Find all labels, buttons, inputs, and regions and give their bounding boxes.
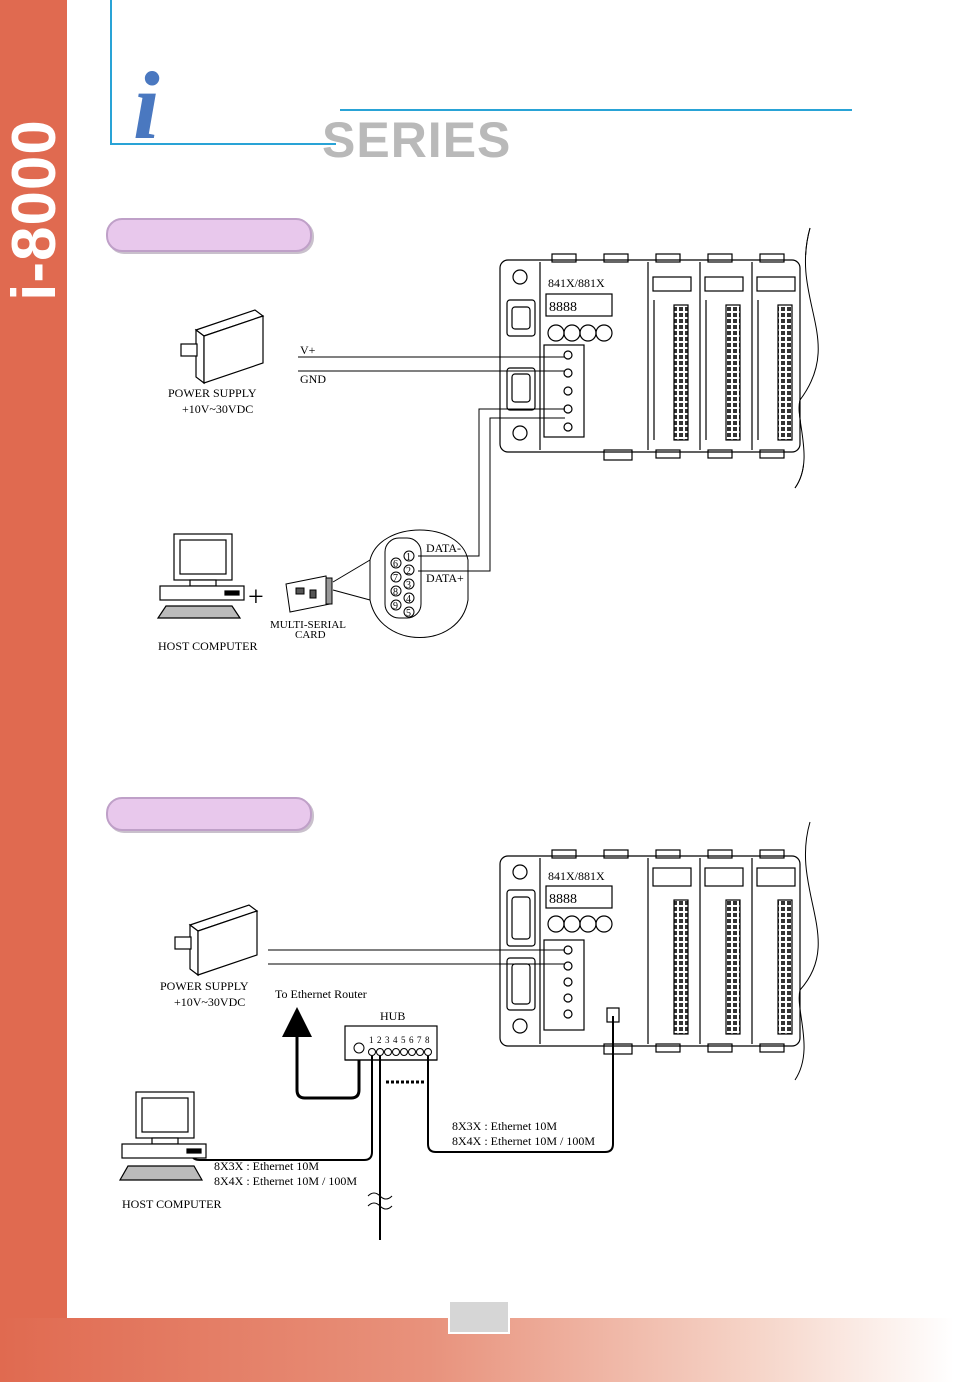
- svg-text:1: 1: [369, 1035, 374, 1045]
- router-label: To Ethernet Router: [275, 987, 367, 1001]
- cable-break-mark: [367, 1192, 393, 1210]
- svg-text:8: 8: [425, 1035, 430, 1045]
- controller-chassis: [499, 227, 819, 489]
- data-plus-label: DATA+: [426, 571, 464, 585]
- section-pill-2: [106, 797, 312, 831]
- controller-label: 841X/881X: [548, 276, 605, 290]
- hub-ports: 1 2 3 4 5 6 7 8: [353, 1035, 432, 1056]
- wire-gnd-label: GND: [300, 372, 326, 386]
- power-supply-icon: [180, 309, 265, 385]
- series-title: SERIES: [322, 112, 512, 168]
- series-logo-letter: i: [133, 52, 160, 159]
- svg-text:9: 9: [393, 601, 398, 612]
- ethernet-wiring-diagram: 841X/881X 8888 POWER SUPPLY +10V~30VDC T…: [118, 821, 861, 1240]
- header-rule-vertical: [110, 0, 112, 145]
- host-computer-icon: [156, 533, 245, 619]
- display-digits: 8888: [549, 300, 577, 315]
- link-right-line2: 8X4X : Ethernet 10M / 100M: [452, 1134, 595, 1148]
- page-number-tab: [448, 1300, 510, 1334]
- router-uplink-cable: [282, 1007, 361, 1100]
- host-computer-icon: [118, 1091, 207, 1181]
- host-computer-label: HOST COMPUTER: [122, 1197, 221, 1211]
- hub-label: HUB: [380, 1009, 405, 1023]
- db9-connector-callout: [332, 529, 469, 638]
- header-rule-right: [340, 109, 852, 111]
- left-sidebar: i-8000: [0, 0, 69, 1382]
- power-supply-label: POWER SUPPLY: [160, 979, 249, 993]
- power-supply-range: +10V~30VDC: [182, 402, 253, 416]
- svg-text:4: 4: [406, 594, 411, 605]
- controller-ethernet-cable: [427, 1016, 614, 1153]
- svg-text:7: 7: [417, 1035, 422, 1045]
- break-line: [794, 227, 819, 489]
- controller-chassis: [499, 849, 801, 1055]
- plus-sign: +: [248, 582, 264, 613]
- power-supply-range: +10V~30VDC: [174, 995, 245, 1009]
- link-right-line1: 8X3X : Ethernet 10M: [452, 1119, 557, 1133]
- host-computer-label: HOST COMPUTER: [158, 639, 257, 653]
- svg-text:8: 8: [393, 587, 398, 598]
- svg-text:6: 6: [409, 1035, 414, 1045]
- power-wires: [298, 356, 565, 372]
- svg-text:3: 3: [385, 1035, 390, 1045]
- section-pill-1: [106, 218, 312, 252]
- wire-vplus-label: V+: [300, 343, 316, 357]
- svg-text:2: 2: [377, 1035, 382, 1045]
- svg-text:1: 1: [406, 552, 411, 563]
- svg-text:2: 2: [406, 566, 411, 577]
- link-left-line2: 8X4X : Ethernet 10M / 100M: [214, 1174, 357, 1188]
- rs485-wiring-diagram: 841X/881X 8888 POWER SUPPLY +10V~30VDC V…: [156, 227, 861, 653]
- data-minus-label: DATA-: [426, 541, 461, 555]
- card-label-line1: MULTI-SERIAL: [270, 619, 346, 631]
- card-label-line2: CARD: [295, 629, 326, 641]
- svg-text:3: 3: [406, 580, 411, 591]
- power-supply-label: POWER SUPPLY: [168, 386, 257, 400]
- host-ethernet-cable: [191, 1056, 373, 1161]
- break-line: [794, 821, 819, 1081]
- data-wires: [418, 408, 565, 572]
- connector-pins: 1 2 3 4 5 6 7 8 9: [390, 550, 415, 619]
- svg-text:4: 4: [393, 1035, 398, 1045]
- display-digits: 8888: [549, 892, 577, 907]
- svg-text:5: 5: [406, 608, 411, 619]
- svg-text:5: 5: [401, 1035, 406, 1045]
- svg-text:7: 7: [393, 573, 398, 584]
- multi-serial-card-icon: [285, 575, 333, 613]
- controller-label: 841X/881X: [548, 869, 605, 883]
- header-rule-left: [110, 143, 336, 145]
- power-wires: [268, 949, 565, 965]
- svg-text:6: 6: [393, 559, 398, 570]
- power-supply-icon: [174, 904, 259, 977]
- link-left-line1: 8X3X : Ethernet 10M: [214, 1159, 319, 1173]
